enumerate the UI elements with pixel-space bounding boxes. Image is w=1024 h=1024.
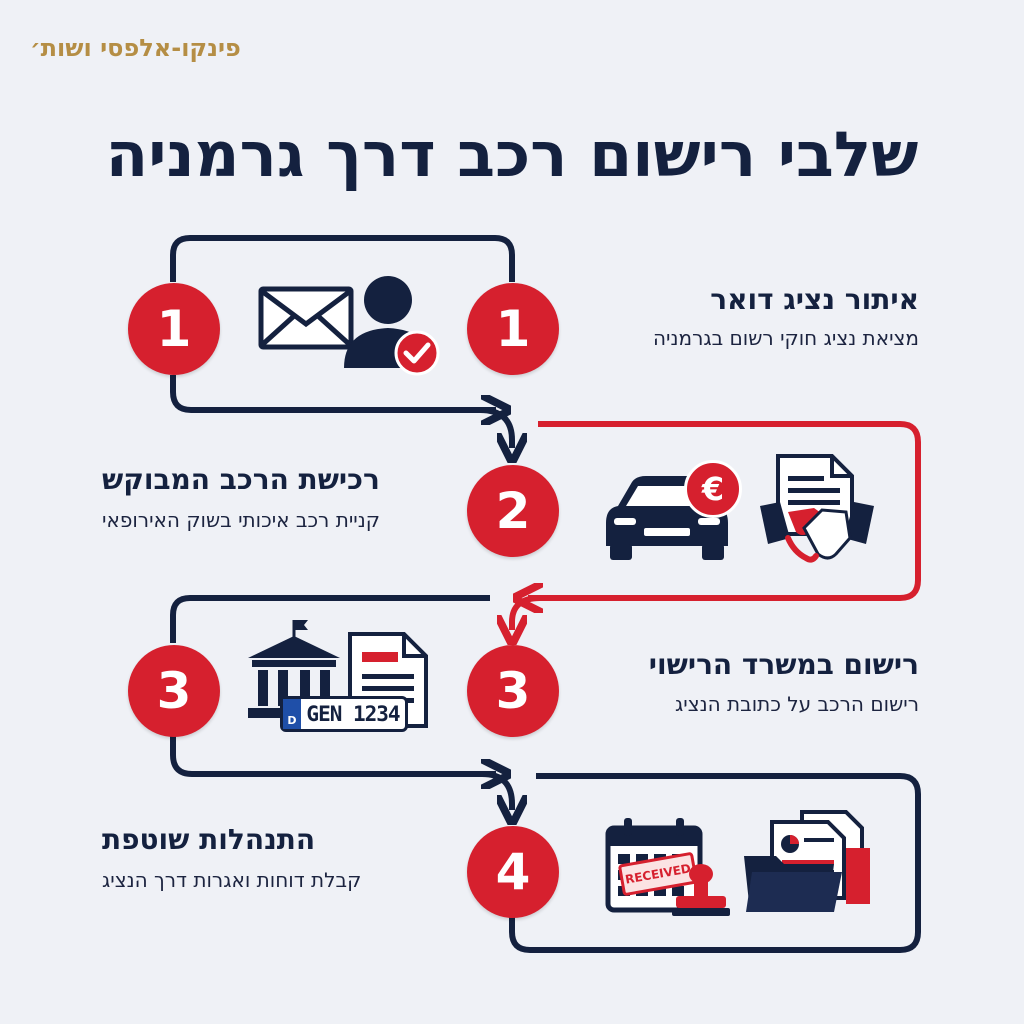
envelope-icon xyxy=(258,286,354,350)
step-1-number-left: 1 xyxy=(128,283,220,375)
connector-3-to-4 xyxy=(170,735,512,810)
step-3-number-left: 3 xyxy=(128,645,220,737)
step-4-subtitle: קבלת דוחות ואגרות דרך הנציג xyxy=(102,868,362,892)
plate-number: GEN 1234 xyxy=(306,702,400,726)
connector-step4 xyxy=(509,773,921,953)
connector-1-to-2 xyxy=(170,375,512,448)
folder-documents-icon xyxy=(744,810,870,912)
step-2-title: רכישת הרכב המבוקש xyxy=(102,463,380,496)
page-title: שלבי רישום רכב דרך גרמניה xyxy=(105,118,919,191)
check-badge-icon xyxy=(394,330,440,376)
euro-badge-icon: € xyxy=(684,460,742,518)
step-3-subtitle: רישום הרכב על כתובת הנציג xyxy=(675,692,919,716)
step-3-title: רישום במשרד הרישוי xyxy=(648,648,919,681)
step-3-number: 3 xyxy=(467,645,559,737)
step-1-subtitle: מציאת נציג חוקי רשום בגרמניה xyxy=(652,326,919,350)
plate-country-code: D xyxy=(283,699,301,729)
step-2-subtitle: קניית רכב איכותי בשוק האירופאי xyxy=(102,508,380,532)
brand-name: פינקו-אלפסי ושות׳ xyxy=(30,34,241,62)
license-plate-icon: D GEN 1234 xyxy=(280,696,408,732)
step-1-number: 1 xyxy=(467,283,559,375)
handshake-icon xyxy=(760,502,874,563)
connector-step1 xyxy=(170,235,515,282)
step-1-title: איתור נציג דואר xyxy=(710,283,919,316)
received-stamp-icon xyxy=(672,864,730,916)
step-4-number: 4 xyxy=(467,826,559,918)
step-4-title: התנהלות שוטפת xyxy=(102,823,316,856)
connector-step3 xyxy=(170,595,490,643)
step-2-number: 2 xyxy=(467,465,559,557)
